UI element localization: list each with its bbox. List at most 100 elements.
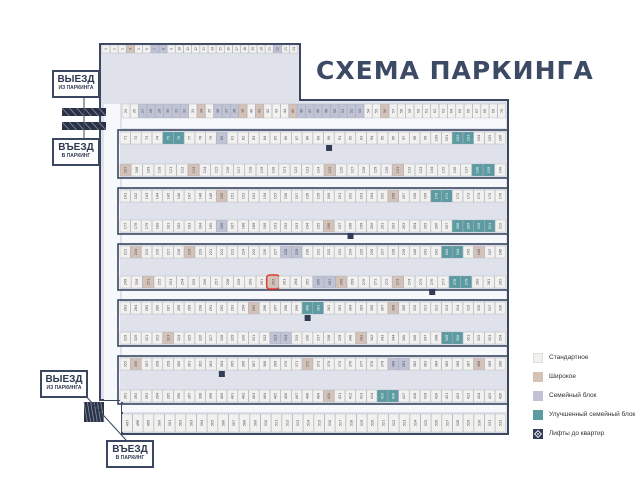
parking-spot xyxy=(269,219,281,233)
parking-spot xyxy=(473,389,485,403)
spot-number: 410 xyxy=(327,393,331,400)
parking-spot xyxy=(305,103,314,119)
parking-spot xyxy=(180,103,189,119)
parking-spot xyxy=(244,275,256,289)
spot-number: 24 xyxy=(292,47,296,51)
parking-spot xyxy=(269,301,281,315)
parking-spot xyxy=(259,245,270,259)
ramp-stripe xyxy=(90,401,95,423)
parking-spot xyxy=(422,103,431,119)
spot-number: 34 xyxy=(199,109,203,113)
spot-number: 316 xyxy=(477,305,481,312)
spot-number: 289 xyxy=(188,305,192,312)
spot-number: 352 xyxy=(477,335,481,342)
parking-spot xyxy=(171,103,181,119)
spot-number: 416 xyxy=(391,393,395,400)
spot-number: 241 xyxy=(424,249,428,256)
parking-spot xyxy=(439,103,448,119)
spot-number: 100 xyxy=(434,135,438,142)
drive-lane xyxy=(122,118,506,128)
spot-number: 267 xyxy=(328,279,332,286)
parking-spot xyxy=(280,219,292,233)
parking-spot xyxy=(216,219,227,233)
spot-number: 519 xyxy=(360,420,364,427)
parking-spot xyxy=(205,389,217,403)
spot-number: 45 xyxy=(291,109,295,113)
spot-number: 347 xyxy=(424,335,428,342)
parking-spot xyxy=(259,301,270,315)
parking-spot xyxy=(222,163,234,177)
parking-spot xyxy=(380,163,393,177)
parking-spot xyxy=(473,357,485,371)
spot-number: 176 xyxy=(499,193,503,200)
spot-number: 190 xyxy=(263,223,267,230)
parking-spot xyxy=(377,219,388,233)
spot-number: 49 xyxy=(325,109,329,113)
spot-number: 357 xyxy=(145,361,149,368)
parking-spot xyxy=(355,131,367,145)
spot-number: 264 xyxy=(294,279,298,286)
parking-spot xyxy=(420,301,431,315)
parking-spot xyxy=(184,389,195,403)
spot-number: 254 xyxy=(180,279,184,286)
parking-spot xyxy=(194,331,206,345)
parking-spot xyxy=(227,245,238,259)
spot-number: 349 xyxy=(445,335,449,342)
spot-number: 277 xyxy=(442,279,446,286)
spot-number: 309 xyxy=(402,305,406,312)
spot-number: 509 xyxy=(253,420,257,427)
parking-spot xyxy=(173,219,185,233)
spot-number: 80 xyxy=(220,136,224,140)
page-title: СХЕМА ПАРКИНГА xyxy=(316,56,594,85)
spot-number: 30 xyxy=(166,109,170,113)
parking-spot xyxy=(426,275,438,289)
parking-spot xyxy=(338,103,348,119)
parking-spot xyxy=(366,245,378,259)
parking-spot xyxy=(141,389,152,403)
parking-spot xyxy=(291,301,303,315)
parking-spot xyxy=(452,389,463,403)
parking-spot xyxy=(194,131,206,145)
spot-number: 368 xyxy=(263,361,267,368)
legend-label: Улучшенный семейный блок xyxy=(549,411,636,418)
drive-lane xyxy=(104,104,120,400)
parking-spot xyxy=(403,163,415,177)
spot-number: 168 xyxy=(413,193,417,200)
parking-spot xyxy=(334,245,345,259)
legend-swatch-improved-family xyxy=(533,409,543,420)
spot-number: 131 xyxy=(396,167,400,174)
parking-spot xyxy=(131,163,143,177)
parking-spot xyxy=(222,103,231,119)
spot-number: 83 xyxy=(252,136,256,140)
parking-spot xyxy=(199,163,211,177)
ramp-stripe xyxy=(98,107,107,117)
spot-number: 46 xyxy=(299,109,303,113)
parking-spot xyxy=(313,103,323,119)
spot-number: 232 xyxy=(327,249,331,256)
spot-number: 371 xyxy=(295,361,299,368)
parking-spot xyxy=(324,275,336,289)
parking-spot xyxy=(205,245,217,259)
spot-number: 55 xyxy=(375,109,379,113)
spot-number: 11 xyxy=(186,47,190,51)
spot-number: 317 xyxy=(488,305,492,312)
parking-spot xyxy=(392,163,404,177)
parking-spot xyxy=(232,44,241,54)
parking-spot xyxy=(280,103,289,119)
spot-number: 79 xyxy=(209,136,213,140)
parking-spot xyxy=(441,389,453,403)
spot-number: 412 xyxy=(349,393,353,400)
spot-number: 337 xyxy=(316,335,320,342)
parking-block xyxy=(117,187,509,235)
spot-number: 153 xyxy=(252,193,256,200)
parking-spot xyxy=(302,331,313,345)
spot-number: 334 xyxy=(284,335,288,342)
spot-number: 320 xyxy=(134,335,138,342)
spot-number: 294 xyxy=(241,305,245,312)
parking-spot xyxy=(345,389,356,403)
spot-number: 150 xyxy=(220,193,224,200)
parking-spot xyxy=(302,219,313,233)
spot-number: 193 xyxy=(295,223,299,230)
parking-spot xyxy=(163,103,172,119)
parking-spot xyxy=(199,275,211,289)
